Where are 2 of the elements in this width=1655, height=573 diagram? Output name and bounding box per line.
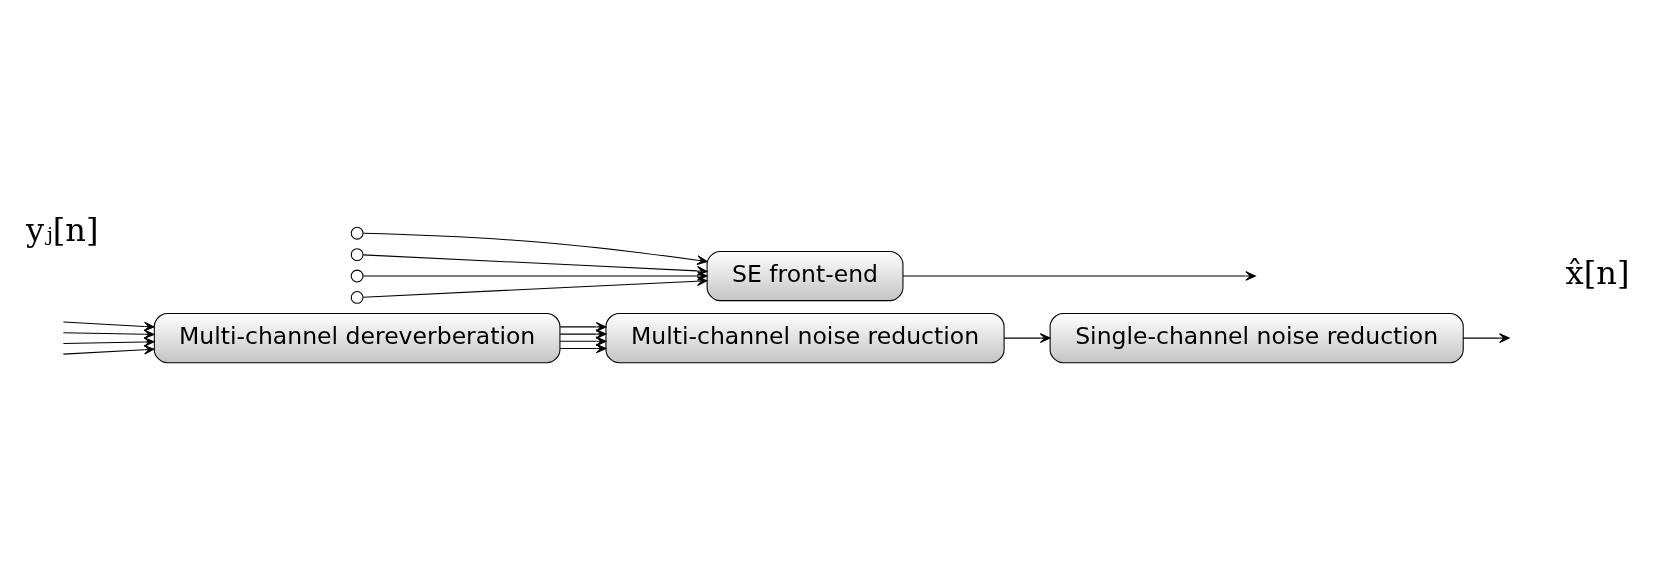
label: x̂[n] xyxy=(1565,253,1630,292)
label: yⱼ[n] xyxy=(26,210,99,249)
